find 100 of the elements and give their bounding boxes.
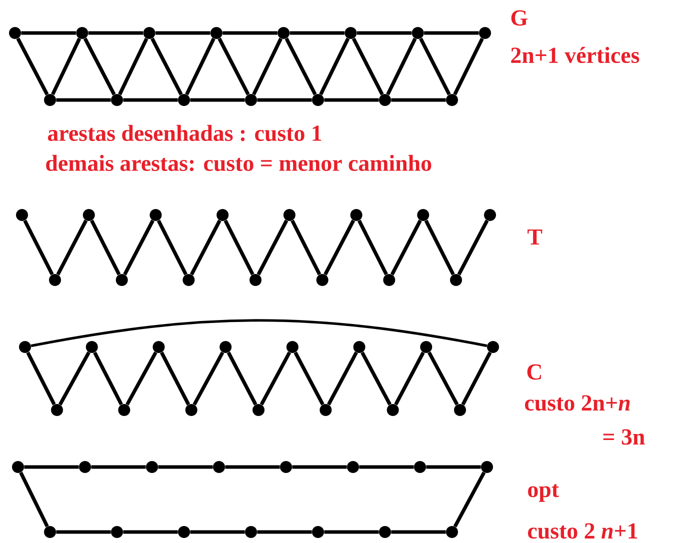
vertex-dot xyxy=(347,461,359,473)
vertex-dot xyxy=(185,404,198,416)
vertex-dot xyxy=(350,209,362,221)
vertex-dot xyxy=(111,526,123,538)
vertex-dot xyxy=(450,274,462,286)
graph-edge xyxy=(190,98,245,102)
vertex-dot xyxy=(146,461,158,473)
vertex-dot xyxy=(152,341,165,353)
vertex-dot xyxy=(76,27,88,39)
graph-edge xyxy=(123,220,154,276)
vertex-dot xyxy=(12,461,24,473)
vertex-dot xyxy=(320,404,332,416)
vertex-dot xyxy=(383,274,396,286)
graph-edge xyxy=(190,530,245,534)
vertex-dot xyxy=(82,209,95,221)
graph-edge xyxy=(257,530,312,534)
graph-edge xyxy=(390,220,422,276)
graph-edge xyxy=(160,352,190,406)
graph-edge xyxy=(58,352,90,406)
graph-edge xyxy=(453,38,484,96)
vertex-dot xyxy=(118,404,130,416)
graph-edge xyxy=(424,31,479,35)
graph-edge xyxy=(192,352,224,406)
vertex-dot xyxy=(353,341,366,353)
graph-edge xyxy=(226,352,258,406)
graph-edge xyxy=(126,352,158,406)
graph-edge xyxy=(386,38,417,96)
vertex-dot xyxy=(446,94,458,106)
vertex-dot xyxy=(210,27,222,39)
cost-text: custo 2n+n xyxy=(524,395,630,411)
graph-edge xyxy=(16,38,49,96)
graph-edge xyxy=(156,31,210,35)
vertex-dot xyxy=(245,526,257,538)
graph-edge xyxy=(56,530,111,534)
graph-edge xyxy=(352,38,384,96)
vertex-dot xyxy=(344,27,357,39)
vertex-dot xyxy=(178,526,190,538)
graph-name: G xyxy=(511,10,528,26)
vertex-dot xyxy=(417,209,430,221)
graph-edge xyxy=(324,98,379,102)
vertex-dot xyxy=(312,94,324,106)
vertex-dot xyxy=(86,341,98,353)
vertex-dot xyxy=(143,27,156,39)
vertex-dot xyxy=(379,94,391,106)
cost-text: = 3n xyxy=(603,429,645,445)
graph-edge xyxy=(360,352,392,406)
graph-edge xyxy=(88,31,144,35)
cost-text: custo 2 n+1 xyxy=(528,523,638,539)
graph-edge xyxy=(26,352,56,406)
graph-name: opt xyxy=(528,484,559,502)
vertex-dot xyxy=(9,27,21,39)
graph-edge xyxy=(256,220,288,276)
vertex-dot xyxy=(178,94,190,106)
graph-edge xyxy=(391,98,446,102)
graph-edge xyxy=(91,465,146,469)
vertex-dot xyxy=(312,526,324,538)
graph-edge xyxy=(56,98,111,102)
vertex-dot xyxy=(182,274,195,286)
graph-edge xyxy=(83,38,116,96)
graph-edge xyxy=(123,530,178,534)
vertex-dot xyxy=(484,209,496,221)
graph-edge xyxy=(391,530,446,534)
graph-edge xyxy=(190,220,222,276)
vertex-dot xyxy=(286,341,298,353)
graph-edge xyxy=(123,98,178,102)
vertex-dot xyxy=(283,209,296,221)
graph-edge xyxy=(252,38,282,96)
graph-edge xyxy=(284,38,317,96)
vertex-dot xyxy=(379,526,391,538)
vertex-dot xyxy=(479,27,491,39)
vertex-dot xyxy=(487,341,499,353)
graph-edge xyxy=(156,220,188,276)
graph-edge xyxy=(359,465,414,469)
graph-edge xyxy=(24,465,79,469)
vertex-dot xyxy=(278,27,290,39)
vertex-dot xyxy=(79,461,91,473)
graph-edge xyxy=(30,319,488,348)
graph-edge xyxy=(290,220,322,276)
graph-edge xyxy=(260,352,292,406)
vertex-dot xyxy=(150,209,162,221)
graph-edge xyxy=(257,98,312,102)
vertex-dot xyxy=(44,94,56,106)
graph-edge xyxy=(19,472,49,528)
graph-edge xyxy=(21,31,76,35)
graph-edge xyxy=(292,465,347,469)
vertex-dot xyxy=(216,209,229,221)
graph-edge xyxy=(426,465,481,469)
note-text: 2n+1 vértices xyxy=(511,46,640,64)
graph-edge xyxy=(90,220,121,276)
vertex-dot xyxy=(280,461,292,473)
graph-edge xyxy=(394,352,425,406)
vertex-dot xyxy=(414,461,426,473)
vertex-dot xyxy=(44,526,56,538)
graph-edge xyxy=(324,220,356,276)
vertex-dot xyxy=(213,461,225,473)
graph-edge xyxy=(356,31,412,35)
graph-edge xyxy=(324,530,379,534)
graph-edge xyxy=(294,352,324,406)
graph-edge xyxy=(453,472,486,528)
graph-edge xyxy=(56,220,88,276)
